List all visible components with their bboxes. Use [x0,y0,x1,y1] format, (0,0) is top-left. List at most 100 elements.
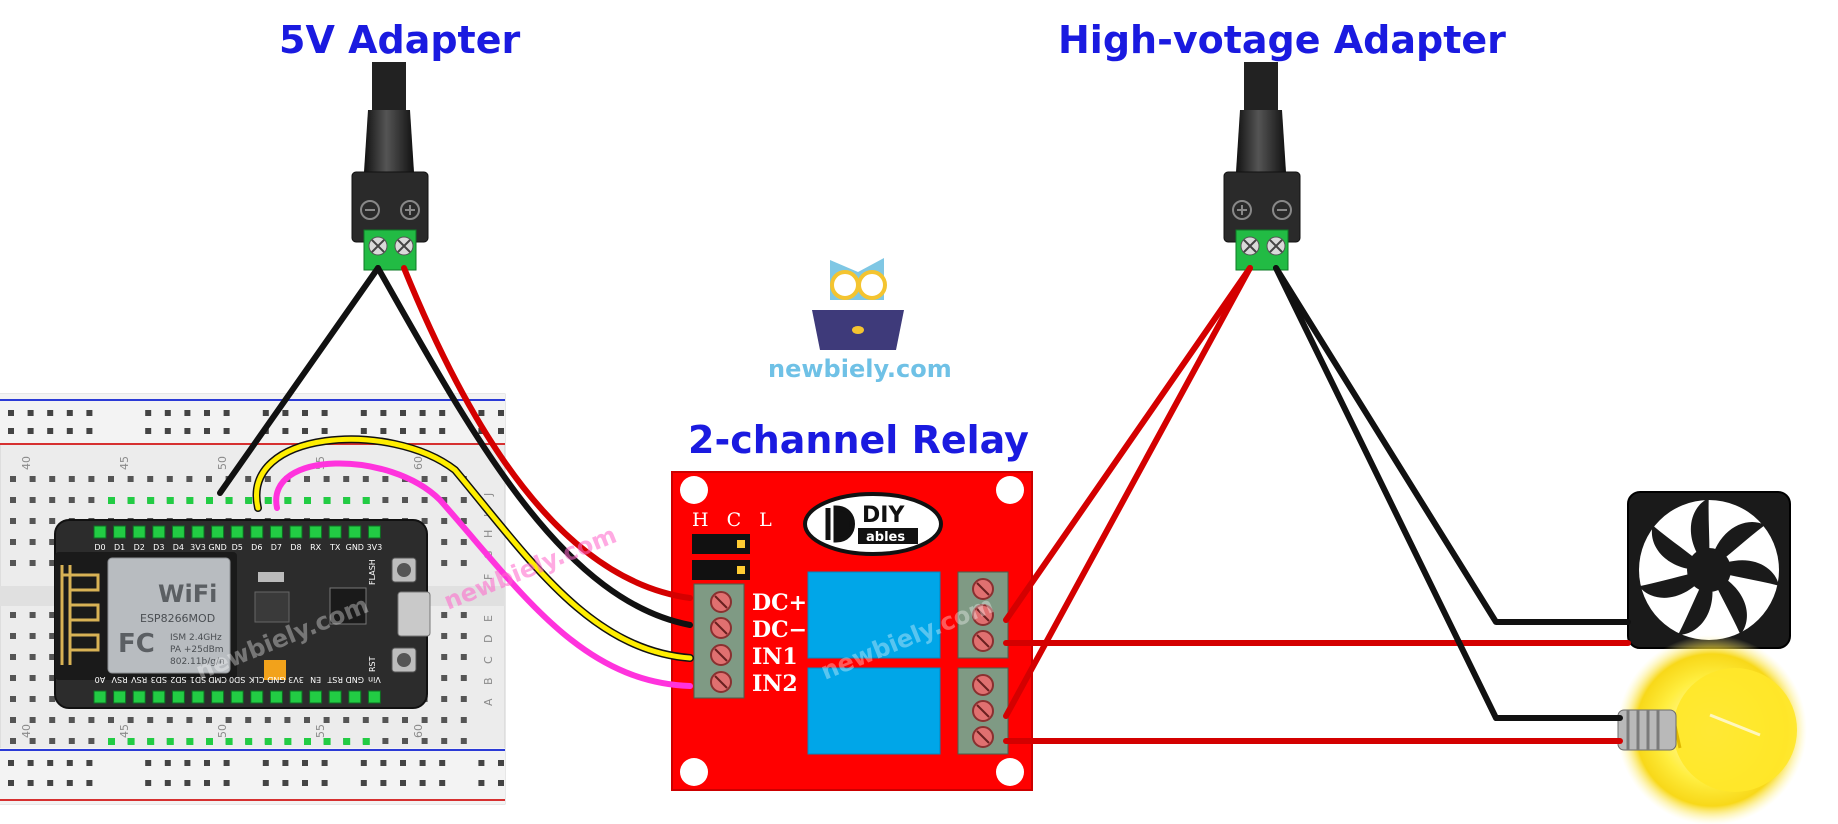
wire-black-hv-fan [1273,265,1631,625]
jack-barrel [364,110,414,172]
mcu-pin-label: RSV [111,675,128,684]
bb-rail-hole [321,780,328,786]
bb-hole [421,738,428,744]
flash-label: FLASH [368,559,377,585]
wire-yellow-in1 [254,436,693,661]
module-model: ESP8266MOD [140,612,215,625]
screw-slot [976,730,990,744]
bb-hole [10,738,16,744]
bb-hole [29,518,36,524]
bb-active-hole [343,738,351,745]
bb-rail-hole [478,410,485,416]
antenna-trace [60,565,100,665]
bb-hole [402,738,408,744]
bb-row-letter: C [482,656,495,664]
usb-port[interactable] [397,591,431,637]
bb-rail-hole [439,410,446,416]
mcu-pin-label: SD0 [229,675,245,684]
bb-hole [127,476,134,482]
mcu-pin-label: EN [310,675,321,684]
bb-hole [421,717,428,723]
bb-hole [147,717,154,723]
mcu-pin [309,690,323,704]
bb-hole [382,738,389,744]
bb-hole [88,717,95,723]
bb-hole [343,476,350,482]
bb-rail-hole [321,760,328,766]
bb-hole [108,476,114,482]
bb-rail-hole [86,410,93,416]
screw-slot [714,595,728,609]
mcu-pin [171,525,185,539]
bb-hole [304,717,310,723]
bb-hole [49,654,56,660]
bb-hole [421,518,428,524]
bb-rail-hole [223,760,230,766]
wire-black-5v-gnd [217,265,381,496]
owl-eye-icon [857,270,887,300]
bb-row-letter: H [482,530,495,538]
bb-hole [49,539,56,545]
module-fc-mark: FC [118,629,155,659]
wire-red-hv-com2 [1003,265,1253,719]
bb-active-hole [147,738,155,745]
bb-hole [49,518,56,524]
bb-rail-hole [66,780,73,786]
module-spec: PA +25dBm [170,645,224,655]
bb-hole [10,560,16,566]
bb-rail-hole [262,780,269,786]
bb-rail-hole [282,760,289,766]
title-high-voltage-adapter: High-votage Adapter [1058,18,1506,62]
bb-rail-hole [164,428,171,434]
mount-hole [680,758,708,786]
bb-hole [441,612,448,618]
bb-rail-hole [302,428,308,434]
bb-rail-hole [380,760,387,766]
bb-hole [460,518,467,524]
mount-hole [996,758,1024,786]
bb-rail-hole [204,428,210,434]
bb-rail-hole [164,760,171,766]
mcu-pin [309,525,323,539]
bb-rail-hole [66,428,73,434]
bb-rail-hole [262,410,269,416]
module-spec: 802.11b/g/n [170,657,225,667]
bb-rail-hole [86,780,93,786]
wire-red-5v-dc-plus [401,265,693,601]
mcu-pin-label: CMD [208,675,227,684]
bb-rail-hole [419,760,426,766]
bb-hole [441,633,448,639]
mount-hole [996,476,1024,504]
bb-rail-hole [400,760,406,766]
bb-hole [10,696,16,702]
mcu-pin [367,690,381,704]
bb-rail-hole [184,780,191,786]
bb-hole [441,738,448,744]
bb-hole [362,717,369,723]
bb-hole [362,476,369,482]
bb-hole [10,675,16,681]
jack-barrel [1236,110,1286,172]
bb-rail-hole [419,780,426,786]
bb-number-top: 45 [118,456,131,470]
mcu-pin-label: A0 [95,675,106,684]
bb-row-letter: J [482,493,495,497]
bb-hole [460,738,467,744]
bb-hole [304,476,310,482]
bb-rail-hole [360,780,367,786]
owl-eye-icon [830,270,860,300]
bb-rail-hole [8,760,14,766]
bb-hole [186,717,193,723]
bb-hole [225,717,232,723]
bb-hole [29,633,36,639]
bb-rail-hole [27,780,34,786]
mcu-pin-label: D3 [153,543,164,552]
mcu-pin-label: SD1 [190,675,206,684]
mcu-pin [328,525,342,539]
jumper-header[interactable] [692,534,750,554]
bb-hole [441,497,448,503]
bb-active-hole [166,738,174,745]
relay-2 [807,667,941,755]
bb-rail-hole [321,410,328,416]
jumper-header[interactable] [692,560,750,580]
